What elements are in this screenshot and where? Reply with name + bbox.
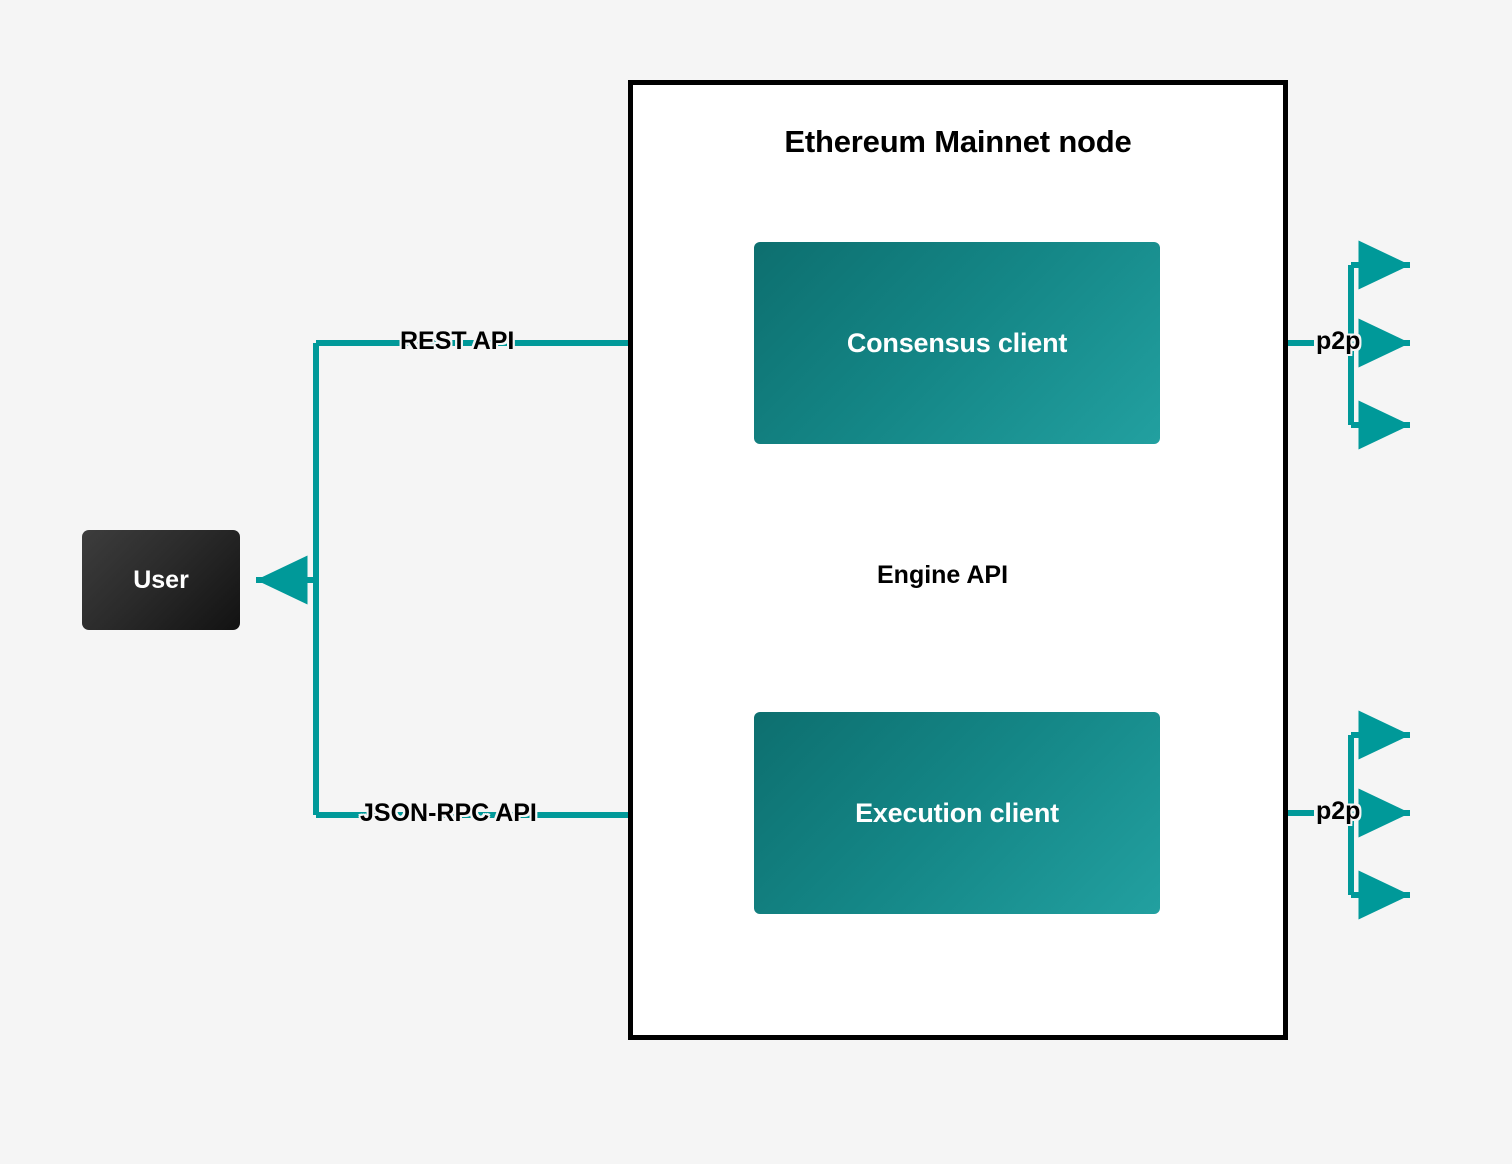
- execution-client-label: Execution client: [855, 797, 1059, 828]
- consensus-client-node[interactable]: Consensus client: [754, 242, 1160, 444]
- edge-label-p2p-execution: p2p: [1316, 797, 1361, 825]
- consensus-client-label: Consensus client: [846, 327, 1068, 358]
- edge-label-json-rpc-api: JSON-RPC API: [360, 799, 537, 827]
- edge-label-engine-api: Engine API: [877, 561, 1009, 589]
- user-label: User: [133, 565, 189, 594]
- execution-client-node[interactable]: Execution client: [754, 712, 1160, 914]
- user-node[interactable]: User: [82, 530, 240, 630]
- edge-label-rest-api: REST API: [400, 327, 515, 355]
- edge-label-p2p-consensus: p2p: [1316, 327, 1361, 355]
- page-title: Ethereum Mainnet node: [784, 124, 1132, 159]
